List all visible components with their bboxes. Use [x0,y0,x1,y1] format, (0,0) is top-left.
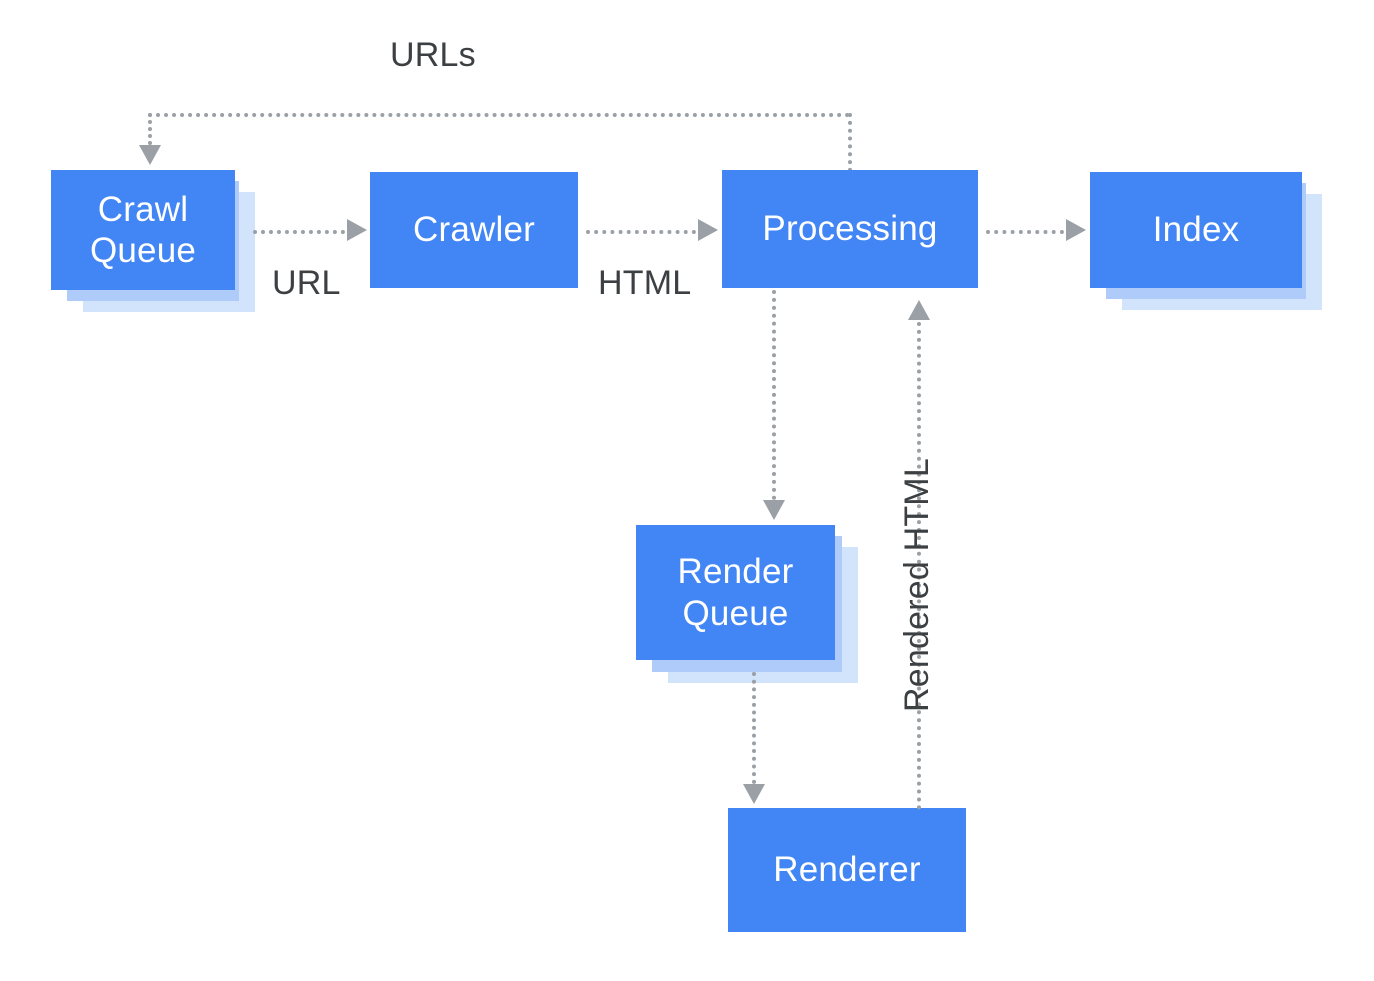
node-crawler[interactable]: Crawler [370,172,578,288]
edge-html-arrowhead [698,219,718,241]
edge-processing-renderqueue-line [772,290,776,500]
edge-url-line [253,230,345,234]
edge-urls-right-riser [848,113,852,172]
node-face: Render Queue [636,525,835,660]
node-renderer[interactable]: Renderer [728,808,966,932]
node-crawl-queue[interactable]: Crawl Queue [51,170,255,312]
node-face: Index [1090,172,1302,288]
edge-rendered-html-line [917,322,921,810]
edge-label-url: URL [272,264,341,302]
node-render-queue[interactable]: Render Queue [636,525,858,683]
edge-urls-left-drop [148,113,152,145]
edge-renderqueue-renderer-arrowhead [743,784,765,804]
node-face: Renderer [728,808,966,932]
node-label: Processing [762,209,938,249]
edge-urls-top-run [148,113,850,117]
edge-renderqueue-renderer-line [752,672,756,784]
node-face: Processing [722,170,978,288]
node-label: Render Queue [677,552,794,633]
edge-label-html: HTML [598,264,692,302]
edge-urls-arrowhead [139,145,161,165]
node-label: Crawler [413,210,535,250]
edge-label-rendered-html: Rendered HTML [898,458,936,712]
node-label: Crawl Queue [89,189,197,270]
node-face: Crawl Queue [51,170,235,290]
edge-processing-renderqueue-arrowhead [763,500,785,520]
edge-processing-index-arrowhead [1066,219,1086,241]
edge-rendered-html-arrowhead [908,300,930,320]
node-face: Crawler [370,172,578,288]
edge-processing-index-line [986,230,1064,234]
node-label: Index [1152,210,1240,250]
edge-html-line [586,230,696,234]
edge-url-arrowhead [347,219,367,241]
edge-label-urls: URLs [390,36,476,74]
node-index[interactable]: Index [1090,172,1322,310]
node-label: Renderer [773,850,921,890]
node-processing[interactable]: Processing [722,170,978,288]
